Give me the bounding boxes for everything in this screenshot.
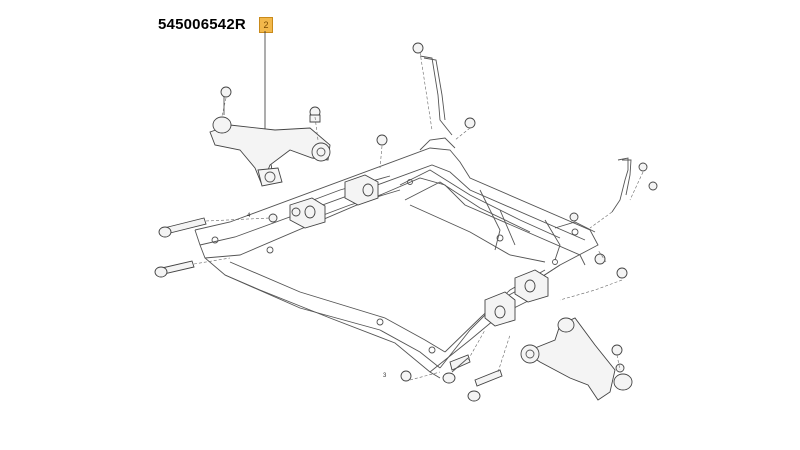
index-label-left: 4 xyxy=(247,213,251,219)
subframe xyxy=(194,137,599,379)
stabilizer-link-upper xyxy=(412,42,476,136)
bolts-left xyxy=(154,134,388,278)
control-arm-left[interactable] xyxy=(209,86,331,187)
index-label-bottom: 3 xyxy=(383,373,387,379)
assembly-guide-lines xyxy=(193,51,644,381)
part-number-label: 545006542R xyxy=(158,16,246,33)
subframe-bushings xyxy=(289,174,549,327)
stabilizer-link-right xyxy=(569,157,658,222)
control-arm-right xyxy=(520,317,633,401)
bolts-bottom xyxy=(400,253,628,402)
callout-marker[interactable]: 2 xyxy=(259,17,273,33)
